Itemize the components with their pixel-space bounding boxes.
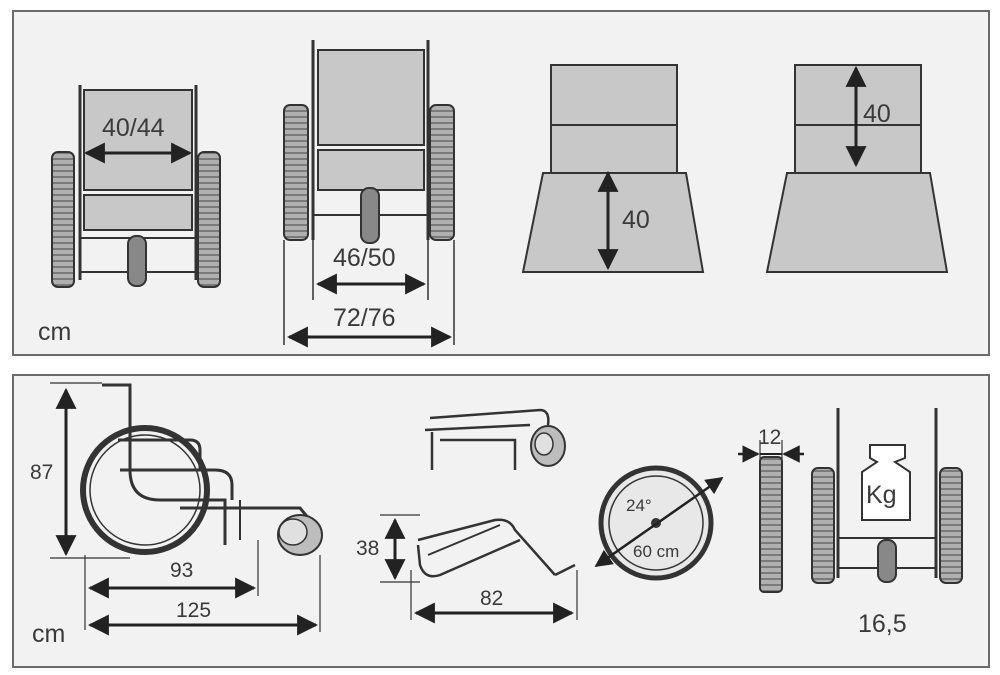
weight-chair-diagram [811,408,963,584]
seat-width-label: 40/44 [102,114,165,142]
weight-unit-label: Kg [866,481,897,509]
side-view-chair [50,382,323,636]
wheel-diameter-label: 60 cm [633,542,680,561]
folded-chair-top [424,408,566,470]
inner-width-label: 46/50 [333,244,396,272]
total-length-label: 125 [176,599,212,622]
folded-chair-side [380,514,578,624]
weight-value-label: 16,5 [858,610,907,638]
seat-cushion-diagram [521,64,705,273]
seat-height-label: 40 [622,206,650,234]
bottom-unit-label: cm [32,620,66,648]
front-view-chair [51,85,221,288]
backrest-height-label: 40 [863,100,891,128]
overall-width-label: 72/76 [333,304,396,332]
total-height-label: 87 [30,461,54,484]
folded-height-label: 38 [356,537,380,560]
folded-length-label: 82 [480,587,504,610]
backrest-cushion-diagram [765,64,949,273]
wheel-angle-label: 24° [626,496,652,515]
top-unit-label: cm [38,318,72,346]
wheel-width-label: 12 [758,426,782,449]
tyre-width-diagram [738,440,804,593]
seat-depth-label: 93 [170,559,194,582]
rear-view-chair [283,40,455,348]
wheel-diagram [594,465,724,581]
